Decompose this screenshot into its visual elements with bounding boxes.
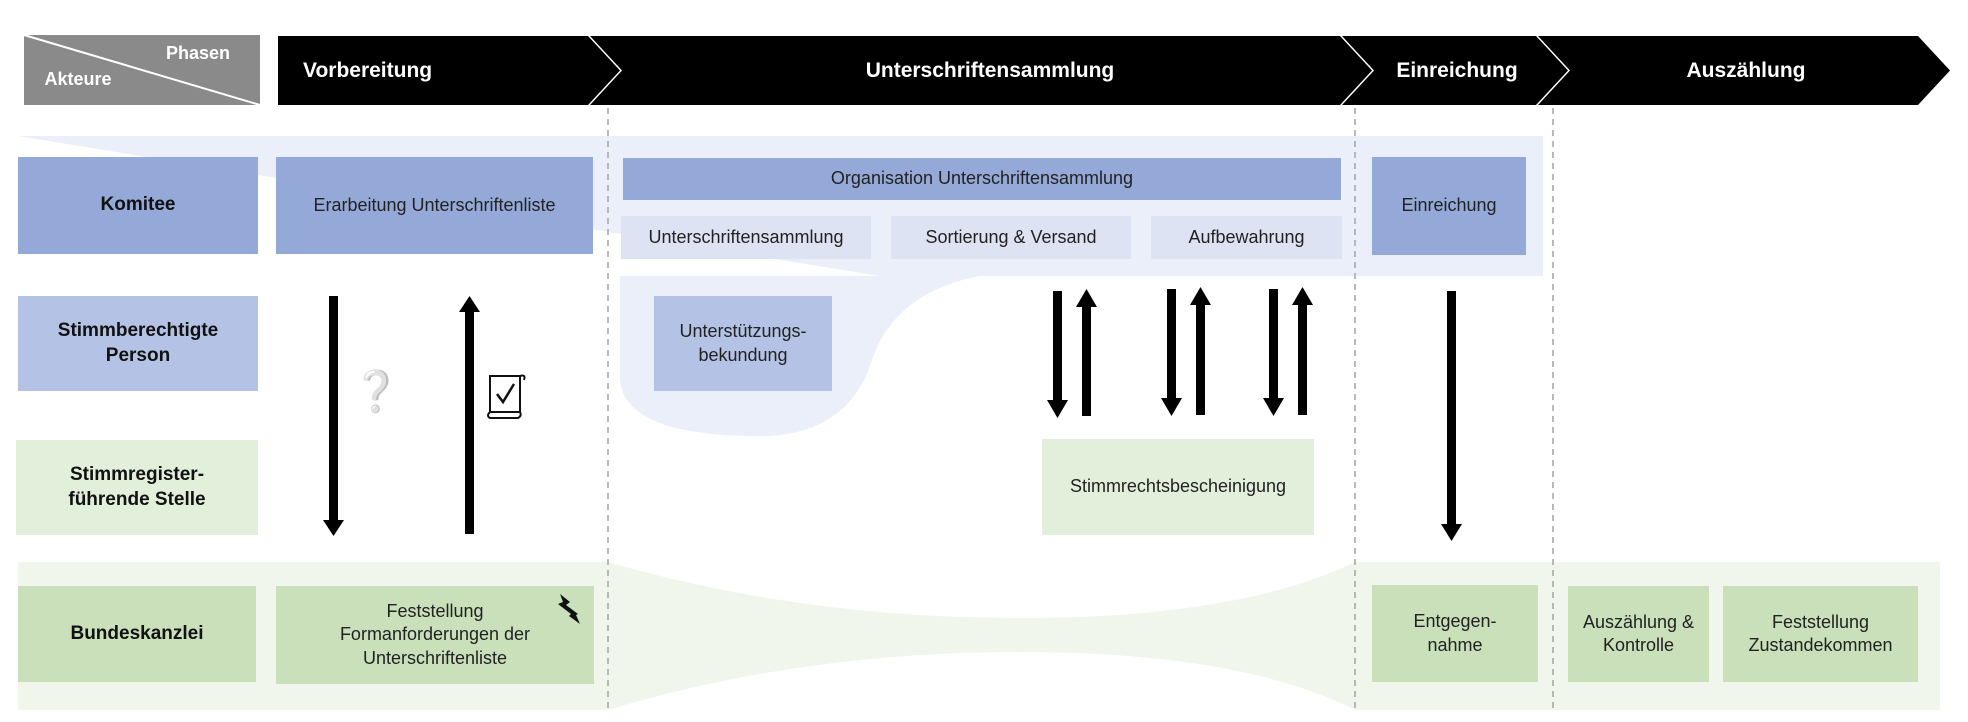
question-person-icon: ❔ [351, 369, 401, 415]
phase-unterschriftensammlung: Unterschriftensammlung [865, 58, 1115, 82]
phase-auszaehlung: Auszählung [1686, 58, 1806, 82]
activity-aufbewahrung: Aufbewahrung [1151, 216, 1342, 259]
activity-unterstuetzungsbekundung: Unterstützungs-bekundung [654, 296, 832, 391]
actor-bundeskanzlei: Bundeskanzlei [18, 586, 256, 682]
phase-vorbereitung: Vorbereitung [303, 58, 433, 82]
arrow-up-1 [1076, 289, 1097, 416]
activity-stimmrechtsbescheinigung: Stimmrechtsbescheinigung [1042, 439, 1314, 535]
activity-auszaehlung-kontrolle: Auszählung & Kontrolle [1568, 586, 1709, 682]
phase-chevron-unterschriftensammlung [590, 36, 1372, 105]
phase-einreichung: Einreichung [1396, 58, 1518, 82]
flow-arrows [323, 287, 1462, 541]
arrow-down-vorbereitung [323, 296, 344, 536]
activity-einreichung: Einreichung [1372, 157, 1526, 255]
arrow-down-einreichung [1441, 291, 1462, 541]
arrow-down-3 [1263, 289, 1284, 416]
activity-feststellung-formanforderungen: Feststellung Formanforderungen der Unter… [276, 586, 594, 684]
corner-label-akteure: Akteure [44, 69, 112, 90]
arrow-down-2 [1161, 289, 1182, 416]
activity-organisation-unterschriftensammlung: Organisation Unterschriftensammlung [623, 158, 1341, 200]
checklist-scroll-icon [487, 374, 526, 419]
actor-komitee: Komitee [18, 157, 258, 254]
phase-chevron-auszaehlung [1538, 36, 1950, 105]
corner-label-phasen: Phasen [165, 43, 231, 64]
activity-erarbeitung-unterschriftenliste: Erarbeitung Unterschriftenliste [276, 157, 593, 254]
lightning-icon [558, 594, 580, 624]
arrow-up-3 [1292, 287, 1313, 415]
activity-unterschriftensammlung: Unterschriftensammlung [621, 216, 871, 259]
corner-diagonal [23, 34, 261, 106]
activity-feststellung-zustandekommen: Feststellung Zustandekommen [1723, 586, 1918, 682]
phase-chevron-einreichung [1342, 36, 1568, 105]
arrow-down-1 [1047, 291, 1068, 418]
actor-stimmberechtigte-person: Stimmberechtigte Person [18, 296, 258, 391]
arrow-up-vorbereitung [459, 296, 480, 534]
activity-entgegennahme: Entgegen-nahme [1372, 585, 1538, 682]
actor-stimmregister-stelle: Stimmregister-führende Stelle [16, 440, 258, 535]
phase-chevron-vorbereitung [278, 36, 620, 105]
activity-sortierung-versand: Sortierung & Versand [891, 216, 1131, 259]
arrow-up-2 [1190, 287, 1211, 415]
